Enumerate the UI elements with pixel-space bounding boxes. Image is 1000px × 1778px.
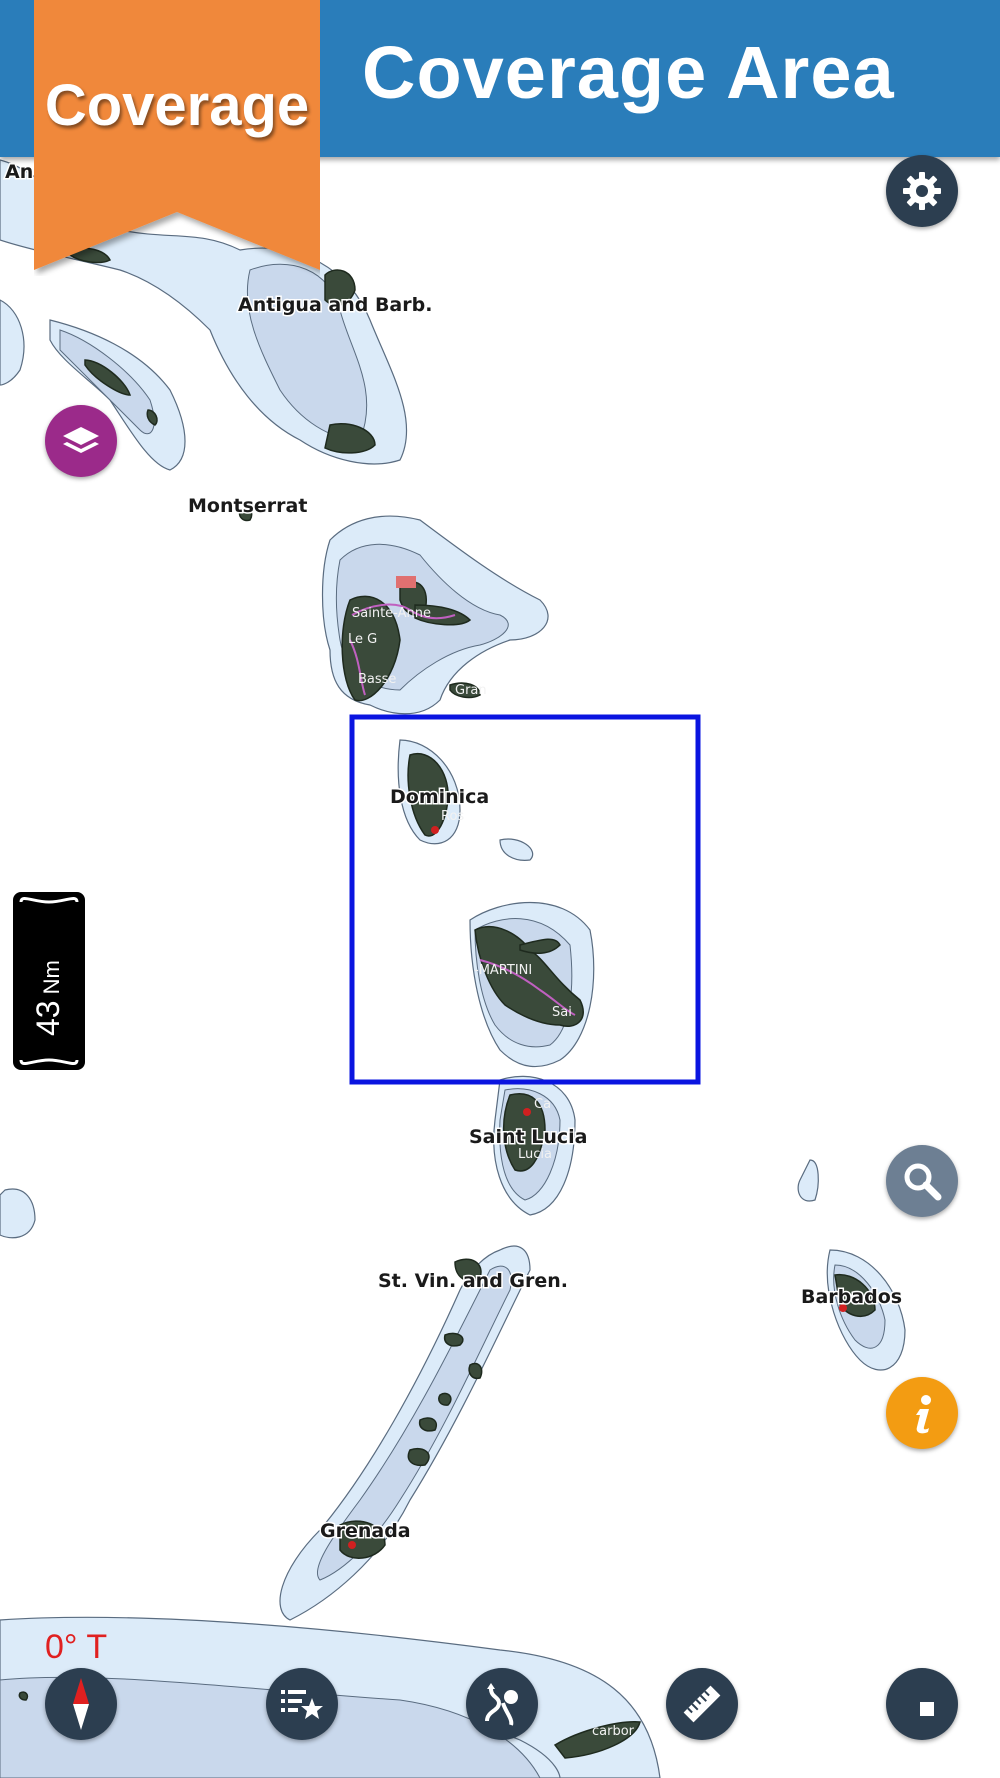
label-barbados: Barbados (801, 1286, 902, 1308)
city-marker-roseau (431, 826, 439, 834)
scale-readout: 43 Nm (30, 960, 67, 1036)
label-basse: Basse (358, 672, 396, 687)
town-marker (396, 576, 416, 588)
route-icon (485, 1683, 518, 1726)
ruler-button[interactable] (666, 1668, 738, 1740)
city-marker-barbados (839, 1304, 847, 1312)
label-ca: Ca (534, 1097, 551, 1112)
stop-button[interactable] (886, 1668, 958, 1740)
label-carbor: carbor (592, 1724, 635, 1739)
label-sai: Sai (552, 1005, 572, 1020)
label-roseau: Ros (441, 809, 464, 824)
label-martinique: -MARTINI (474, 963, 532, 978)
scale-bar (13, 892, 85, 1070)
layers-icon (63, 427, 99, 453)
city-marker-castries (523, 1108, 531, 1116)
route-button[interactable] (466, 1668, 538, 1740)
stop-icon (920, 1702, 934, 1716)
settings-button[interactable] (886, 155, 958, 227)
page-title: Coverage Area (362, 31, 895, 114)
label-saint-lucia: Saint Lucia (469, 1126, 587, 1148)
label-montserrat: Montserrat (188, 495, 307, 517)
heading-readout: 0° T (45, 1628, 108, 1666)
city-marker-grenada (348, 1541, 356, 1549)
favorites-button[interactable] (266, 1668, 338, 1740)
label-gran: Gran (455, 683, 487, 698)
scale-value: 43 (30, 1000, 66, 1036)
coverage-ribbon (34, 0, 320, 270)
coverage-selection-box[interactable] (349, 714, 701, 1085)
gear-icon (903, 172, 941, 210)
label-an-partial: An (5, 161, 33, 183)
label-le-g: Le G (348, 632, 377, 647)
label-lucia-small: Lucia (518, 1147, 552, 1162)
compass-icon (73, 1678, 89, 1730)
label-sainte-anne: Sainte-Anne (352, 606, 431, 621)
search-icon (904, 1163, 942, 1201)
ruler-icon (683, 1685, 721, 1723)
compass-button[interactable] (45, 1668, 117, 1740)
label-st-vincent: St. Vin. and Gren. (378, 1270, 568, 1292)
banner-label: Coverage (44, 73, 310, 138)
info-icon (916, 1395, 931, 1434)
label-antigua: Antigua and Barb. (238, 294, 432, 316)
label-grenada: Grenada (320, 1520, 411, 1542)
search-button[interactable] (886, 1145, 958, 1217)
roads (349, 603, 576, 1016)
label-dominica: Dominica (390, 786, 489, 808)
info-button[interactable] (886, 1377, 958, 1449)
layers-button[interactable] (45, 405, 117, 477)
favorites-list-icon (281, 1690, 323, 1719)
scale-unit: Nm (39, 960, 64, 995)
